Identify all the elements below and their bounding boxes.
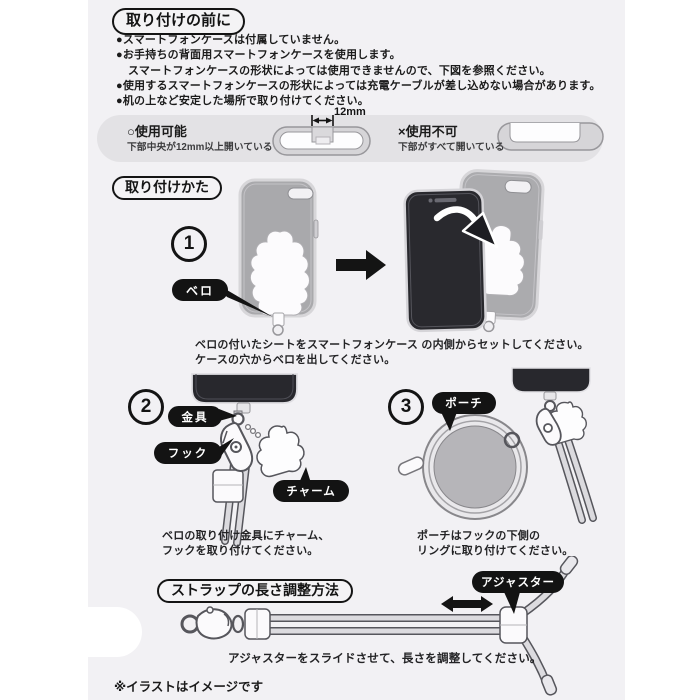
step1-caption-line2: ケースの穴からベロを出してください。 (195, 354, 396, 366)
section-title-how-to-attach: 取り付けかた (112, 176, 222, 200)
case-bottom-ok-illustration (272, 115, 371, 156)
step1-case-with-sheet-illustration (238, 178, 319, 336)
usable-title: ○使用可能 (127, 124, 187, 139)
step2-hook-charm-illustration (191, 373, 305, 547)
precaution-item: スマートフォンケースの形状によっては使用できませんので、下図を参照ください。 (128, 64, 551, 77)
double-arrow-icon (441, 596, 493, 612)
step3-pouch-illustration (397, 367, 597, 524)
step-2-number: 2 (128, 389, 164, 425)
right-arrow-icon (336, 250, 386, 280)
precaution-item: ●お手持ちの背面用スマートフォンケースを使用します。 (116, 49, 401, 62)
charm-label: チャーム (273, 480, 349, 502)
step-1-number: 1 (171, 226, 207, 262)
step3-caption-line2: リングに取り付けてください。 (417, 545, 574, 557)
step-3-number: 3 (388, 389, 424, 425)
not-usable-title: ×使用不可 (398, 124, 458, 139)
adjuster-label: アジャスター (472, 571, 564, 593)
measurement-label: 12mm (334, 106, 366, 118)
pouch-label: ポーチ (432, 392, 496, 414)
case-bottom-ng-illustration (497, 122, 604, 151)
step1-insert-phone-illustration (403, 169, 545, 333)
not-usable-description: 下部がすべて開いている (398, 142, 505, 153)
step3-caption-line1: ポーチはフックの下側の (417, 530, 541, 542)
precaution-item: ●スマートフォンケースは付属していません。 (116, 34, 346, 46)
precaution-list: ●スマートフォンケースは付属していません。 ●お手持ちの背面用スマートフォンケー… (116, 33, 601, 109)
hook-label: フック (154, 442, 222, 464)
step2-caption-line1: ベロの取り付け金具にチャーム、 (162, 530, 330, 542)
precaution-item: ●使用するスマートフォンケースの形状によっては充電ケーブルが差し込めない場合があ… (116, 79, 601, 92)
package-hang-tab (58, 607, 142, 657)
lobster-clasp-icon (195, 608, 233, 640)
precaution-item: ●机の上など安定した場所で取り付けてください。 (116, 95, 369, 108)
section-title-before-attaching: 取り付けの前に (112, 8, 246, 35)
tab-label: ベロ (172, 279, 228, 301)
curved-insert-arrow-icon (433, 206, 480, 226)
strap-illustration (180, 556, 579, 696)
usable-description: 下部中央が12mm以上開いている (127, 142, 273, 153)
footer-disclaimer: ※イラストはイメージです (114, 680, 264, 694)
section-title-strap-adjustment: ストラップの長さ調整方法 (157, 579, 353, 603)
strap-caption: アジャスターをスライドさせて、長さを調整してください。 (228, 653, 542, 665)
step1-caption-line1: ベロの付いたシートをスマートフォンケース の内側からセットしてください。 (195, 339, 589, 351)
metal-fitting-label: 金具 (168, 406, 222, 427)
step2-caption-line2: フックを取り付けてください。 (162, 545, 319, 557)
